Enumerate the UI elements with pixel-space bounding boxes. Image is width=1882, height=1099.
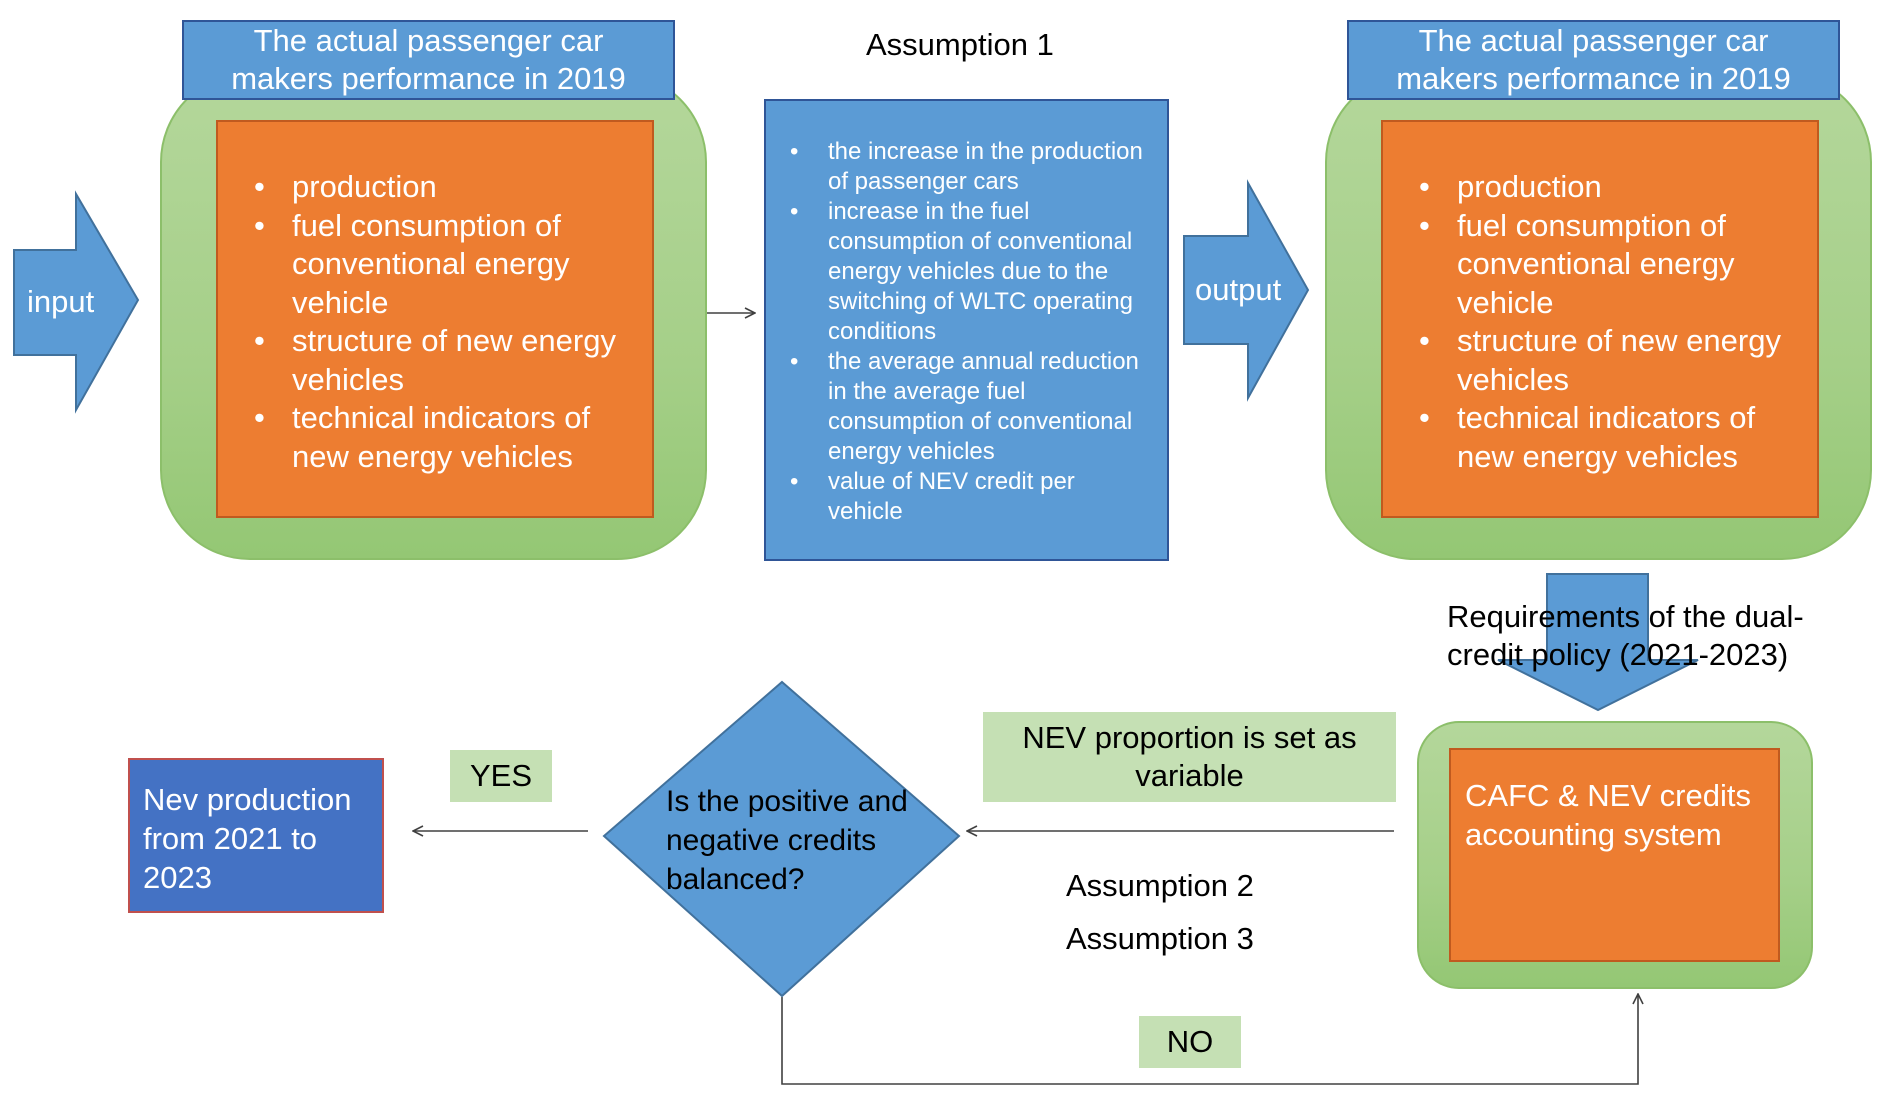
right-panel-item: technical indicators of new energy vehic… [1419, 399, 1797, 476]
assumption2-label: Assumption 2 [1066, 868, 1254, 903]
accounting-system-label: CAFC & NEV credits accounting system [1465, 778, 1751, 852]
requirements-label: Requirements of the dual- credit policy … [1447, 599, 1804, 672]
output-label: output [1195, 272, 1282, 307]
right-panel-item: production [1419, 168, 1797, 207]
right-panel-item-list: production fuel consumption of conventio… [1403, 168, 1797, 476]
left-panel-item: technical indicators of new energy vehic… [254, 399, 632, 476]
left-panel-item-list: production fuel consumption of conventio… [238, 168, 632, 476]
assumption1-item: the average annual reduction in the aver… [790, 347, 1153, 467]
assumption1-item-list: the increase in the production of passen… [776, 137, 1153, 527]
assumption1-item: value of NEV credit per vehicle [790, 467, 1153, 527]
assumption1-heading: Assumption 1 [866, 27, 1054, 62]
right-panel-items-box: production fuel consumption of conventio… [1381, 120, 1819, 518]
yes-label: YES [450, 750, 552, 802]
left-panel-title: The actual passenger car makers performa… [182, 20, 675, 100]
nev-proportion-label: NEV proportion is set as variable [983, 712, 1396, 802]
left-panel-item: structure of new energy vehicles [254, 322, 632, 399]
left-panel-item: fuel consumption of conventional energy … [254, 207, 632, 323]
result-box-label: Nev production from 2021 to 2023 [143, 782, 352, 895]
accounting-system-box: CAFC & NEV credits accounting system [1449, 748, 1780, 962]
left-panel-items-box: production fuel consumption of conventio… [216, 120, 654, 518]
left-panel-item: production [254, 168, 632, 207]
decision-label: Is the positive and negative credits bal… [666, 785, 908, 896]
input-label: input [27, 284, 95, 319]
right-panel-title: The actual passenger car makers performa… [1347, 20, 1840, 100]
right-panel-item: fuel consumption of conventional energy … [1419, 207, 1797, 323]
assumption1-item: the increase in the production of passen… [790, 137, 1153, 197]
right-panel-item: structure of new energy vehicles [1419, 322, 1797, 399]
no-label: NO [1139, 1016, 1241, 1068]
assumption3-label: Assumption 3 [1066, 921, 1254, 956]
result-box: Nev production from 2021 to 2023 [128, 758, 384, 913]
assumption1-item: increase in the fuel consumption of conv… [790, 197, 1153, 347]
assumption1-box: the increase in the production of passen… [764, 99, 1169, 561]
